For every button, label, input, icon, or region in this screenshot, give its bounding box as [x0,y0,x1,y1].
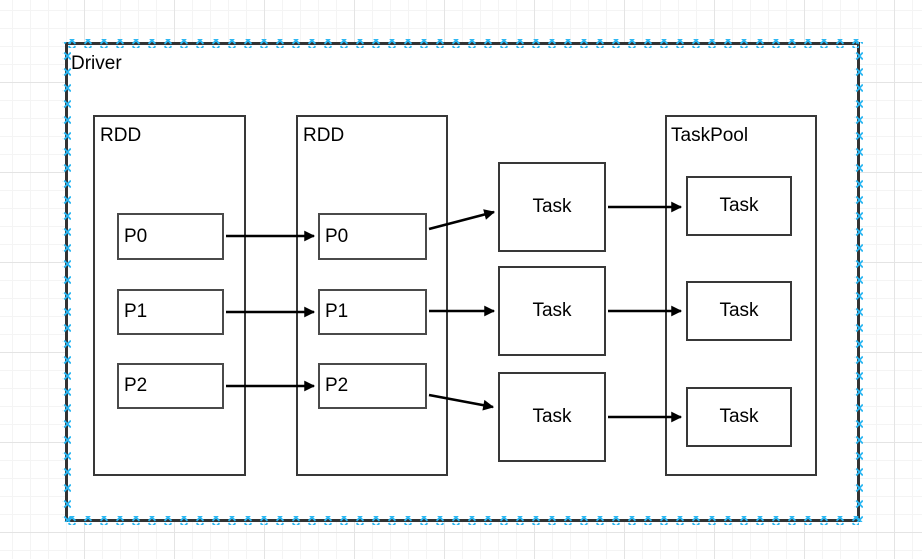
taskpool-label: TaskPool [671,125,749,146]
driver-label: Driver [71,53,122,74]
rdd2-partition-p0[interactable]: P0 [318,213,427,260]
rdd1-partition-p0-label: P0 [124,225,148,247]
rdd2-partition-p2[interactable]: P2 [318,363,427,409]
stage-task-3[interactable]: Task [498,372,606,462]
taskpool-task-1[interactable]: Task [686,176,792,236]
rdd2-partition-p1-label: P1 [325,301,349,322]
taskpool-task-1-label: Task [719,195,759,216]
taskpool-task-3[interactable]: Task [686,387,792,447]
stage-task-2-label: Task [532,300,572,321]
stage-task-2[interactable]: Task [498,266,606,356]
rdd2-partition-p0-label: P0 [325,225,349,247]
rdd2-partition-p2-label: P2 [325,375,349,396]
rdd1-partition-p1-label: P1 [124,301,148,322]
taskpool-task-3-label: Task [719,406,759,427]
taskpool-task-2-label: Task [719,300,759,321]
stage-task-1-label: Task [532,196,572,217]
stage-task-1[interactable]: Task [498,162,606,252]
rdd1-partition-p0[interactable]: P0 [117,213,224,260]
taskpool-task-2[interactable]: Task [686,281,792,341]
rdd2-label: RDD [303,125,345,146]
rdd1-partition-p2-label: P2 [124,375,148,396]
rdd2-partition-p1[interactable]: P1 [318,289,427,335]
rdd1-label: RDD [100,125,142,146]
rdd1-partition-p2[interactable]: P2 [117,363,224,409]
rdd1-partition-p1[interactable]: P1 [117,289,224,335]
stage-task-3-label: Task [532,406,572,427]
